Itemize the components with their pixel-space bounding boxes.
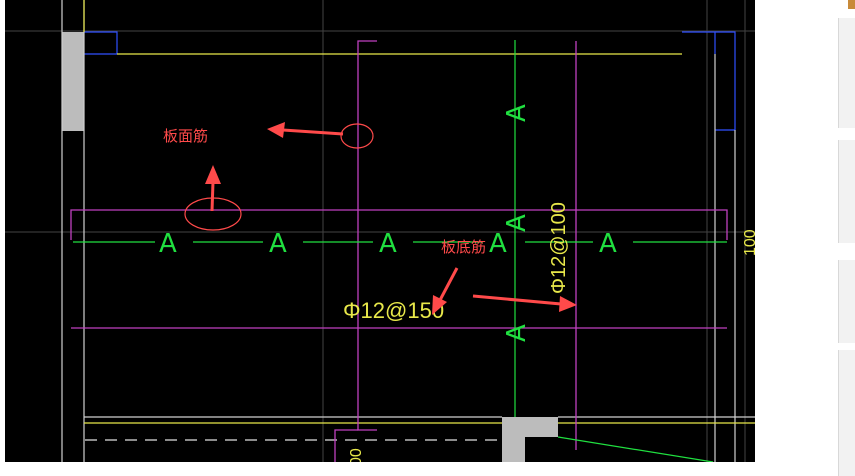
axis-mark-v3: A (502, 324, 532, 342)
top-rebar-label: 板面筋 (163, 127, 208, 145)
panel-accent-marker (848, 0, 855, 9)
axis-mark-v2: A (502, 214, 532, 232)
panel-section-3[interactable] (838, 260, 855, 343)
arrow-down-left-icon (432, 295, 447, 315)
axis-mark-v1: A (502, 104, 532, 122)
axis-mark-3: A (379, 229, 397, 259)
rebar-lines (70, 40, 728, 462)
beam-lines (61, 0, 755, 462)
axis-labels: A A A A A A A A (159, 104, 617, 342)
axis-mark-2: A (269, 229, 287, 259)
column-bottom (502, 417, 525, 462)
arrow-left-icon (267, 122, 285, 138)
side-panel (838, 0, 855, 476)
axis-mark-4: A (489, 229, 507, 259)
bottom-rebar-label: 板底筋 (441, 238, 486, 256)
circle-mark-top (340, 123, 374, 149)
column-bottom-flange (525, 417, 558, 437)
horizontal-spacing-label: Φ12@150 (343, 298, 444, 323)
panel-section-1[interactable] (838, 18, 855, 128)
bottom-dimension-label: 00 (348, 448, 365, 462)
edge-dimension-label: 100 (742, 229, 755, 256)
column-left (62, 32, 84, 131)
axis-mark-5: A (599, 229, 617, 259)
axis-mark-1: A (159, 229, 177, 259)
construction-lines (5, 0, 755, 462)
arrow-right-icon (559, 296, 577, 312)
panel-section-4[interactable] (838, 350, 855, 476)
column-outlines (84, 31, 736, 131)
cad-drawing-viewport[interactable]: A A A A A A A A Φ12@150 Φ12@100 100 00 板… (5, 0, 755, 462)
arrow-up-icon (205, 165, 221, 184)
slab-edge-lines (83, 0, 755, 424)
markup-annotations: 板面筋 板底筋 (163, 122, 577, 315)
vertical-spacing-label: Φ12@100 (548, 202, 570, 294)
cad-canvas[interactable]: A A A A A A A A Φ12@150 Φ12@100 100 00 板… (5, 0, 755, 462)
axis-lines (73, 40, 727, 462)
panel-section-2[interactable] (838, 140, 855, 243)
